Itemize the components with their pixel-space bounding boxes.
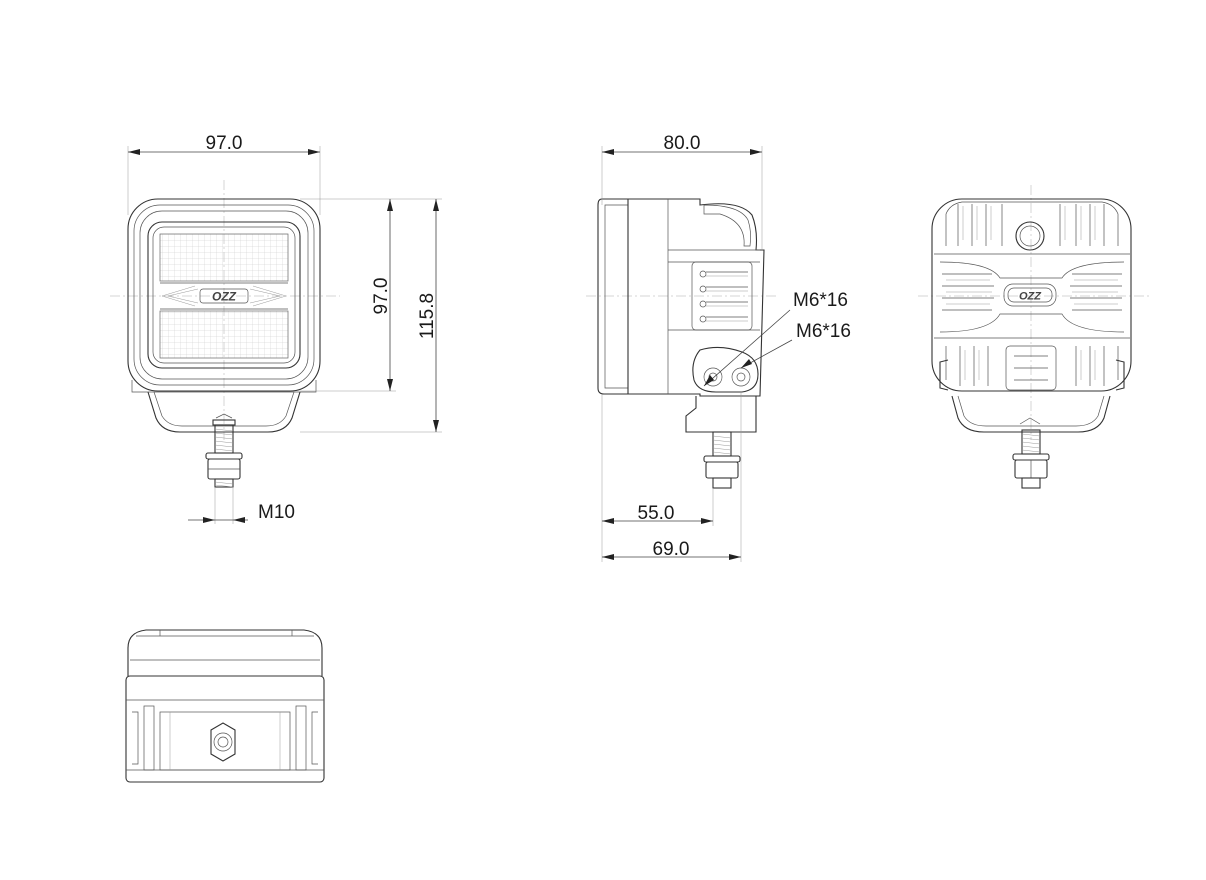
thread-dimension: M10	[188, 487, 295, 524]
mount-offset-dimension-1: 55.0	[601, 394, 714, 562]
front-width-dimension: 97.0	[127, 133, 321, 215]
mount-offset-label-2: 69.0	[653, 539, 690, 560]
bottom-view	[125, 629, 325, 783]
overall-height-label: 115.8	[417, 293, 438, 339]
rear-view: OZZ	[918, 185, 1150, 489]
front-height-dimension: 97.0	[300, 198, 396, 392]
screw-label-1: M6*16	[793, 290, 848, 311]
front-logo-text: OZZ	[212, 290, 237, 304]
front-view: OZZ	[110, 180, 340, 488]
screw-label-2: M6*16	[796, 321, 851, 342]
screw-callout-2: M6*16	[740, 321, 851, 369]
front-height-label: 97.0	[371, 278, 392, 315]
overall-height-dimension: 115.8	[300, 198, 442, 433]
side-view	[586, 198, 776, 489]
rear-logo-text: OZZ	[1019, 291, 1042, 303]
mount-offset-label-1: 55.0	[638, 503, 675, 524]
side-depth-dimension: 80.0	[601, 133, 763, 250]
side-depth-label: 80.0	[664, 133, 701, 154]
screw-callout-1: M6*16	[703, 290, 848, 387]
front-width-label: 97.0	[206, 133, 243, 154]
mount-offset-dimension-2: 69.0	[602, 392, 742, 562]
thread-label: M10	[258, 502, 295, 523]
